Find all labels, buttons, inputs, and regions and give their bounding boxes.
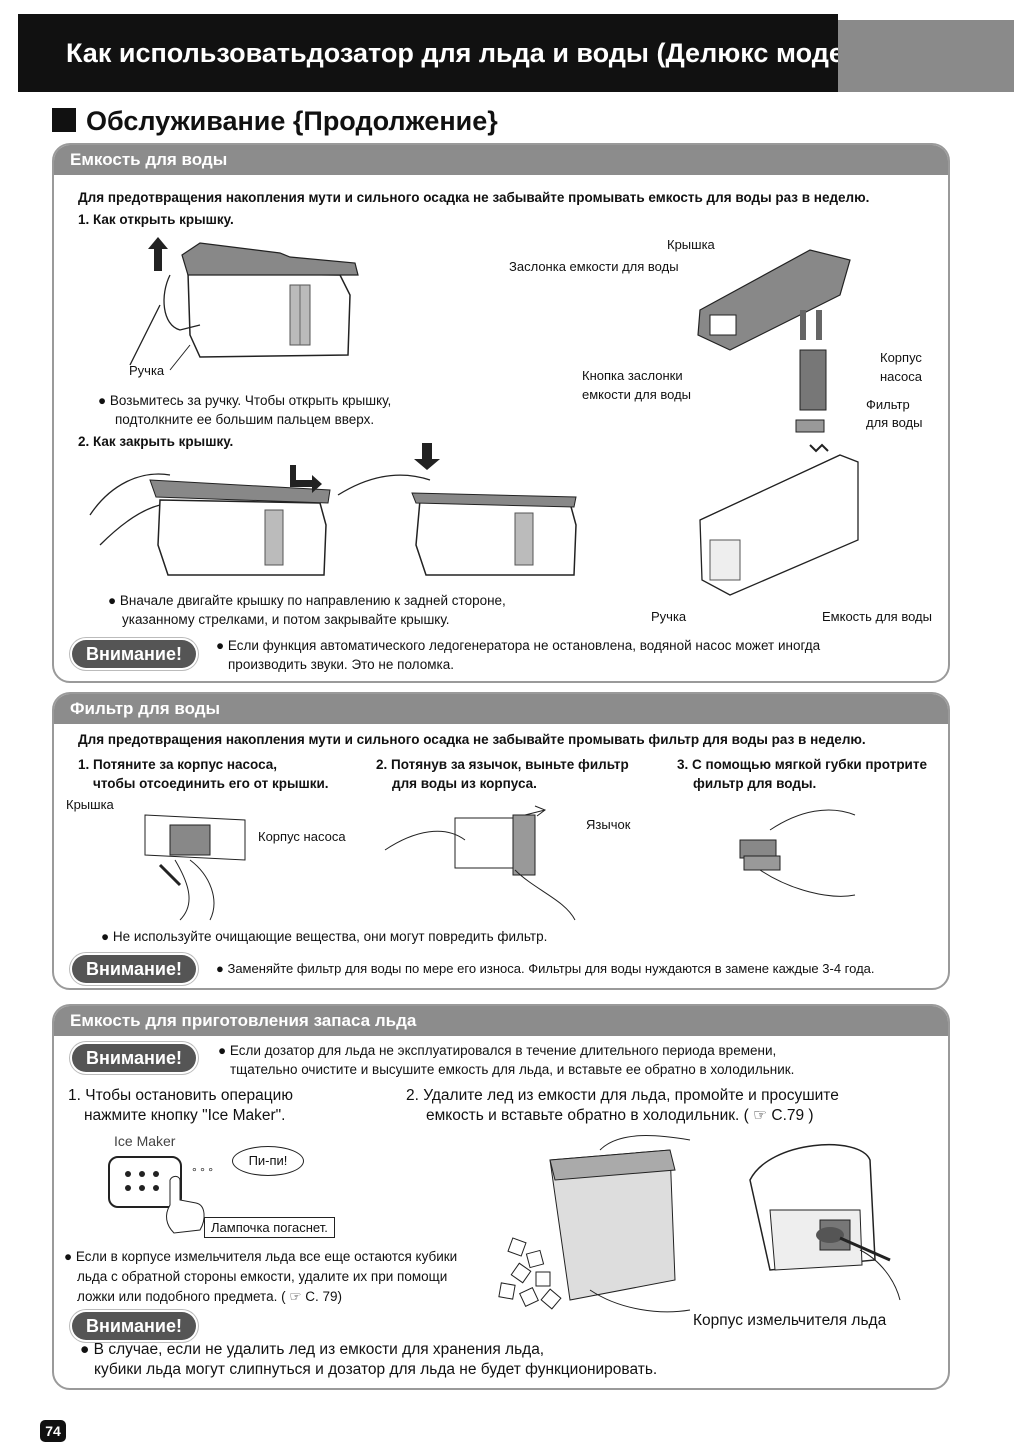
- section-title: Обслуживание {Продолжение}: [52, 106, 498, 137]
- water-tank-caution-line1: ● Если функция автоматического ледогенер…: [216, 638, 821, 653]
- beep-bubble: Пи-пи!: [232, 1146, 304, 1176]
- header-accent-block: [838, 20, 1014, 92]
- ice-step1-line1: 1. Чтобы остановить операцию: [68, 1087, 293, 1104]
- ice-maker-button-label: Ice Maker: [114, 1133, 176, 1149]
- pointing-hand-icon: ☞: [289, 1289, 302, 1304]
- ice-note-page-ref: С. 79: [305, 1289, 338, 1304]
- water-filter-caution-badge: Внимание!: [72, 955, 196, 983]
- lamp-off-label: Лампочка погаснет.: [204, 1217, 335, 1238]
- water-tank-exploded-diagram: [697, 249, 859, 596]
- close-lid-note-line1: ● Вначале двигайте крышку по направлению…: [108, 593, 506, 608]
- shutter-button-label-line1: Кнопка заслонки: [582, 368, 683, 383]
- ice-crusher-label: Корпус измельчителя льда: [693, 1312, 887, 1329]
- remove-filter-illustration: [384, 805, 576, 921]
- open-lid-note-line2: подтолкните ее большим пальцем вверх.: [115, 412, 375, 427]
- lid-label: Крышка: [667, 237, 715, 252]
- ice-step2-line1: 2. Удалите лед из емкости для льда, пром…: [406, 1087, 839, 1104]
- filter-label-line1: Фильтр: [866, 397, 910, 412]
- ice-storage-heading: Емкость для приготовления запаса льда: [54, 1006, 948, 1036]
- open-lid-illustration: [129, 237, 359, 371]
- open-lid-step-title: 1. Как открыть крышку.: [78, 212, 234, 227]
- ice-maker-button-panel[interactable]: [108, 1156, 182, 1208]
- ice-bin-emptying-illustration: [498, 1135, 691, 1313]
- ice-storage-caution-badge: Внимание!: [72, 1044, 196, 1072]
- water-filter-heading: Фильтр для воды: [54, 694, 948, 724]
- water-tank-intro: Для предотвращения накопления мути и сил…: [78, 190, 870, 205]
- open-lid-note-line1: ● Возьмитесь за ручку. Чтобы открыть кры…: [98, 393, 392, 408]
- filter-note: ● Не используйте очищающие вещества, они…: [101, 929, 548, 944]
- shutter-button-label-line2: емкости для воды: [582, 387, 692, 402]
- ice-step2-page-ref: С.79: [771, 1107, 805, 1124]
- filter-lid-label: Крышка: [66, 797, 114, 812]
- close-lid-illustration: [89, 443, 577, 576]
- indicator-dots-icon: [125, 1171, 159, 1191]
- ice-step1-line2: нажмите кнопку "Ice Maker".: [84, 1107, 286, 1124]
- ice-note-line3: ложки или подобного предмета.: [77, 1289, 278, 1304]
- filter-step2-line2: для воды из корпуса.: [392, 776, 537, 791]
- handle-label-open: Ручка: [129, 363, 165, 378]
- ice-storage-caution2-line1: ● В случае, если не удалить лед из емкос…: [80, 1341, 545, 1358]
- ice-step2-ref-line: емкость и вставьте обратно в холодильник…: [426, 1107, 814, 1124]
- ice-step2-line2: емкость и вставьте обратно в холодильник…: [426, 1107, 740, 1124]
- water-tank-caution-line2: производить звуки. Это не поломка.: [228, 657, 454, 672]
- water-tank-panel: Емкость для воды: [52, 143, 950, 683]
- pump-body-label-line1: Корпус: [880, 350, 922, 365]
- pressing-finger-icon: [166, 1175, 205, 1234]
- filter-step3-line1: 3. С помощью мягкой губки протрите: [677, 757, 927, 772]
- pointing-hand-icon: ☞: [753, 1107, 768, 1124]
- section-title-text: Обслуживание {Продолжение}: [86, 106, 498, 136]
- filter-step1-line2: чтобы отсоединить его от крышки.: [93, 776, 329, 791]
- tank-label: Емкость для воды: [822, 609, 932, 624]
- ice-crusher-cleaning-illustration: [749, 1144, 901, 1301]
- tank-shutter-label: Заслонка емкости для воды: [509, 259, 679, 274]
- close-lid-note-line2: указанному стрелками, и потом закрывайте…: [122, 612, 450, 627]
- page-header-title: Как использоватьдозатор для льда и воды …: [18, 14, 887, 92]
- pump-body-label-line2: насоса: [880, 369, 923, 384]
- water-tank-heading: Емкость для воды: [54, 145, 948, 175]
- water-tank-caution-badge: Внимание!: [72, 640, 196, 668]
- filter-step2-line1: 2. Потянув за язычок, выньте фильтр: [376, 757, 629, 772]
- square-bullet-icon: [52, 108, 76, 132]
- ice-storage-caution-line2: тщательно очистите и высушите емкость дл…: [230, 1062, 795, 1077]
- filter-step1-line1: 1. Потяните за корпус насоса,: [78, 757, 278, 772]
- filter-pump-body-label: Корпус насоса: [258, 829, 346, 844]
- water-filter-caution: ● Заменяйте фильтр для воды по мере его …: [216, 961, 875, 976]
- filter-step3-line2: фильтр для воды.: [693, 776, 817, 791]
- ice-storage-caution2-badge: Внимание!: [72, 1312, 196, 1340]
- close-lid-step-title: 2. Как закрыть крышку.: [78, 434, 234, 449]
- ice-note-line1: ● Если в корпусе измельчителя льда все е…: [64, 1249, 458, 1264]
- page-number: 74: [40, 1420, 66, 1442]
- ice-storage-caution2-line2: кубики льда могут слипнуться и дозатор д…: [94, 1361, 658, 1378]
- sponge-cleaning-illustration: [739, 809, 856, 897]
- sound-dots-icon: ° ° °: [192, 1165, 214, 1179]
- ice-storage-caution-line1: ● Если дозатор для льда не эксплуатирова…: [218, 1043, 777, 1058]
- pull-pump-illustration: [144, 814, 246, 921]
- ice-note-line2: льда с обратной стороны емкости, удалите…: [77, 1269, 448, 1284]
- beep-text: Пи-пи!: [248, 1153, 288, 1168]
- tank-handle-label: Ручка: [651, 609, 687, 624]
- ice-note-ref-line: ложки или подобного предмета. ( ☞ С. 79): [77, 1289, 343, 1304]
- water-filter-intro: Для предотвращения накопления мути и сил…: [78, 732, 866, 747]
- filter-label-line2: для воды: [866, 415, 923, 430]
- filter-tab-label: Язычок: [586, 817, 631, 832]
